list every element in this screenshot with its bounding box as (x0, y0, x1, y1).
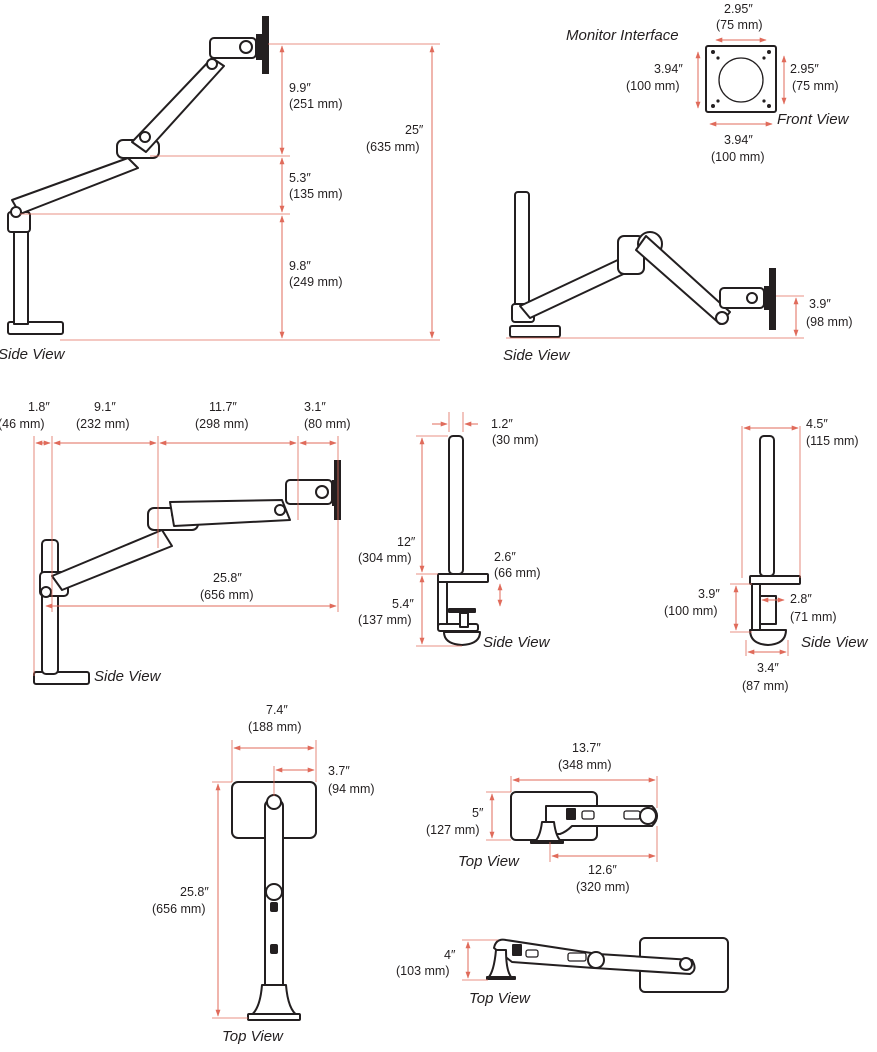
dim-3-9-in-grommet: 3.9″ (698, 587, 720, 601)
top-view-1: 7.4″ (188 mm) 3.7″ (94 mm) 25.8″ (656 mm… (152, 703, 375, 1045)
dim-656-mm-top: (656 mm) (152, 902, 205, 916)
side-view-1: 9.9″ (251 mm) 5.3″ (135 mm) 9.8″ (249 mm… (0, 16, 440, 363)
dim-right-2-95-in: 2.95″ (790, 62, 819, 76)
dimension-lines-top-1 (212, 740, 317, 1019)
dim-25-8-in-top: 25.8″ (180, 885, 209, 899)
dim-5-in: 5″ (472, 806, 484, 820)
dim-298-mm: (298 mm) (195, 417, 248, 431)
monitor-interface-title: Monitor Interface (566, 27, 679, 44)
dim-4-in: 4″ (444, 948, 456, 962)
side-view-3: 1.8″ (46 mm) 9.1″ (232 mm) 11.7″ (298 mm… (0, 400, 351, 685)
top-view-3: 4″ (103 mm) Top View (396, 937, 729, 1007)
dim-12-in: 12″ (397, 535, 416, 549)
dim-3-9-in-side-2: 3.9″ (809, 297, 831, 311)
dim-top-75-mm: (75 mm) (716, 18, 763, 32)
dim-1-8-in: 1.8″ (28, 400, 50, 414)
dim-3-1-in: 3.1″ (304, 400, 326, 414)
top-view-2: 13.7″ (348 mm) 5″ (127 mm) Top View 12.6… (426, 741, 658, 894)
dim-25-8-in-side-3: 25.8″ (213, 571, 242, 585)
dim-135-mm: (135 mm) (289, 187, 342, 201)
dim-115-mm: (115 mm) (806, 434, 859, 448)
arm-drawing-side-1 (7, 16, 269, 335)
dim-87-mm: (87 mm) (742, 679, 789, 693)
arm-drawing-side-3 (33, 460, 341, 685)
side-view-2: 3.9″ (98 mm) Side View (503, 191, 853, 364)
view-label-front: Front View (777, 111, 850, 128)
dim-80-mm: (80 mm) (304, 417, 351, 431)
view-label-grommet: Side View (801, 634, 869, 651)
dim-127-mm: (127 mm) (426, 823, 479, 837)
dim-71-mm: (71 mm) (790, 610, 837, 624)
dim-9-9-in: 9.9″ (289, 81, 311, 95)
dim-right-75-mm: (75 mm) (792, 79, 839, 93)
dim-66-mm: (66 mm) (494, 566, 541, 580)
dim-635-mm: (635 mm) (366, 140, 419, 154)
dim-320-mm: (320 mm) (576, 880, 629, 894)
dim-656-mm-side-3: (656 mm) (200, 588, 253, 602)
dim-top-2-95-in: 2.95″ (724, 2, 753, 16)
dim-137-mm: (137 mm) (358, 613, 411, 627)
dim-9-1-in: 9.1″ (94, 400, 116, 414)
dim-98-mm-side-2: (98 mm) (806, 315, 853, 329)
dim-232-mm: (232 mm) (76, 417, 129, 431)
dim-bottom-100-mm: (100 mm) (711, 150, 764, 164)
arm-drawing-side-2 (509, 191, 776, 338)
dim-left-3-94-in: 3.94″ (654, 62, 683, 76)
dimension-lines-interface (695, 37, 787, 127)
dim-25-in: 25″ (405, 123, 424, 137)
dim-103-mm: (103 mm) (396, 964, 449, 978)
dim-251-mm: (251 mm) (289, 97, 342, 111)
dimension-lines-grommet (730, 425, 801, 656)
grommet-view: 4.5″ (115 mm) 3.9″ (100 mm) 2.8″ (71 mm)… (664, 417, 869, 693)
dim-249-mm: (249 mm) (289, 275, 342, 289)
dim-9-8-in: 9.8″ (289, 259, 311, 273)
dim-3-4-in: 3.4″ (757, 661, 779, 675)
view-label-side-3: Side View (94, 668, 162, 685)
dim-11-7-in: 11.7″ (209, 400, 237, 414)
dim-5-3-in: 5.3″ (289, 171, 311, 185)
arm-drawing-top-2 (510, 791, 658, 844)
dim-13-7-in: 13.7″ (572, 741, 601, 755)
dim-46-mm: (46 mm) (0, 417, 45, 431)
dim-12-6-in: 12.6″ (588, 863, 617, 877)
dimension-lines-pole-clamp (416, 412, 503, 647)
view-label-top-2: Top View (458, 853, 520, 870)
grommet-drawing (749, 435, 801, 646)
dimension-lines-side-1 (20, 43, 440, 341)
view-label-side-2: Side View (503, 347, 571, 364)
dim-1-2-in: 1.2″ (491, 417, 513, 431)
monitor-interface: Monitor Interface 2.95″ (75 mm) 3.94″ (1… (566, 2, 850, 164)
dim-3-7-in: 3.7″ (328, 764, 350, 778)
view-label-pole-clamp: Side View (483, 634, 551, 651)
dimension-lines-top-3 (462, 939, 498, 981)
dim-7-4-in: 7.4″ (266, 703, 288, 717)
arm-drawing-top-1 (231, 781, 317, 1021)
dim-left-100-mm: (100 mm) (626, 79, 679, 93)
view-label-top-1: Top View (222, 1028, 284, 1045)
dim-4-5-in: 4.5″ (806, 417, 828, 431)
dimension-lines-side-2 (506, 295, 804, 339)
dim-304-mm: (304 mm) (358, 551, 411, 565)
arm-drawing-top-3 (486, 937, 729, 993)
mounting-plate-drawing (705, 45, 777, 113)
dim-94-mm: (94 mm) (328, 782, 375, 796)
pole-clamp-view: 1.2″ (30 mm) 12″ (304 mm) 2.6″ (66 mm) 5… (358, 412, 551, 651)
dimension-lines-top-2 (486, 776, 658, 862)
view-label-top-3: Top View (469, 990, 531, 1007)
view-label-side-1: Side View (0, 346, 66, 363)
dim-30-mm: (30 mm) (492, 433, 539, 447)
dimension-lines-side-3 (33, 436, 339, 676)
dim-2-8-in: 2.8″ (790, 592, 812, 606)
dim-5-4-in: 5.4″ (392, 597, 414, 611)
dim-348-mm: (348 mm) (558, 758, 611, 772)
dim-2-6-in: 2.6″ (494, 550, 516, 564)
dim-100-mm-grommet: (100 mm) (664, 604, 717, 618)
dim-bottom-3-94-in: 3.94″ (724, 133, 753, 147)
dim-188-mm: (188 mm) (248, 720, 301, 734)
pole-clamp-drawing (437, 435, 489, 646)
